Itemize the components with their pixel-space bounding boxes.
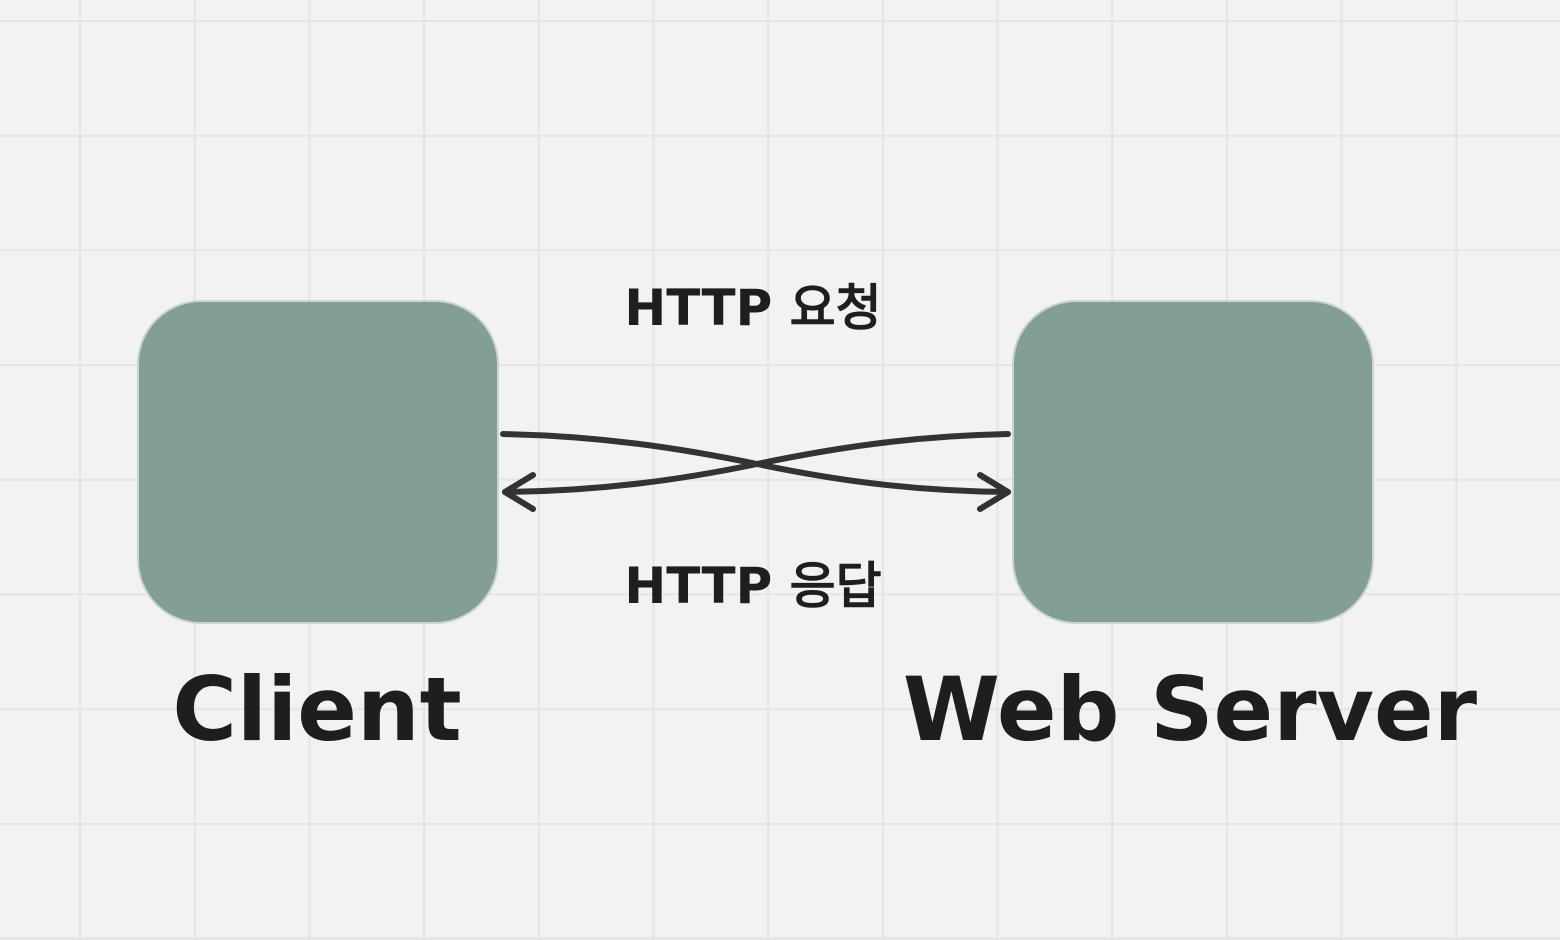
http-request-label: HTTP 요청 [624, 279, 882, 337]
request-arrowhead [977, 472, 1011, 512]
http-response-label: HTTP 응답 [624, 557, 882, 615]
web-server-label: Web Server [902, 658, 1478, 761]
client-label: Client [172, 658, 462, 761]
response-arrow[interactable] [502, 431, 1011, 495]
web-server-node-box[interactable] [1012, 300, 1374, 624]
client-node-box[interactable] [137, 300, 499, 624]
response-arrowhead [502, 472, 536, 512]
